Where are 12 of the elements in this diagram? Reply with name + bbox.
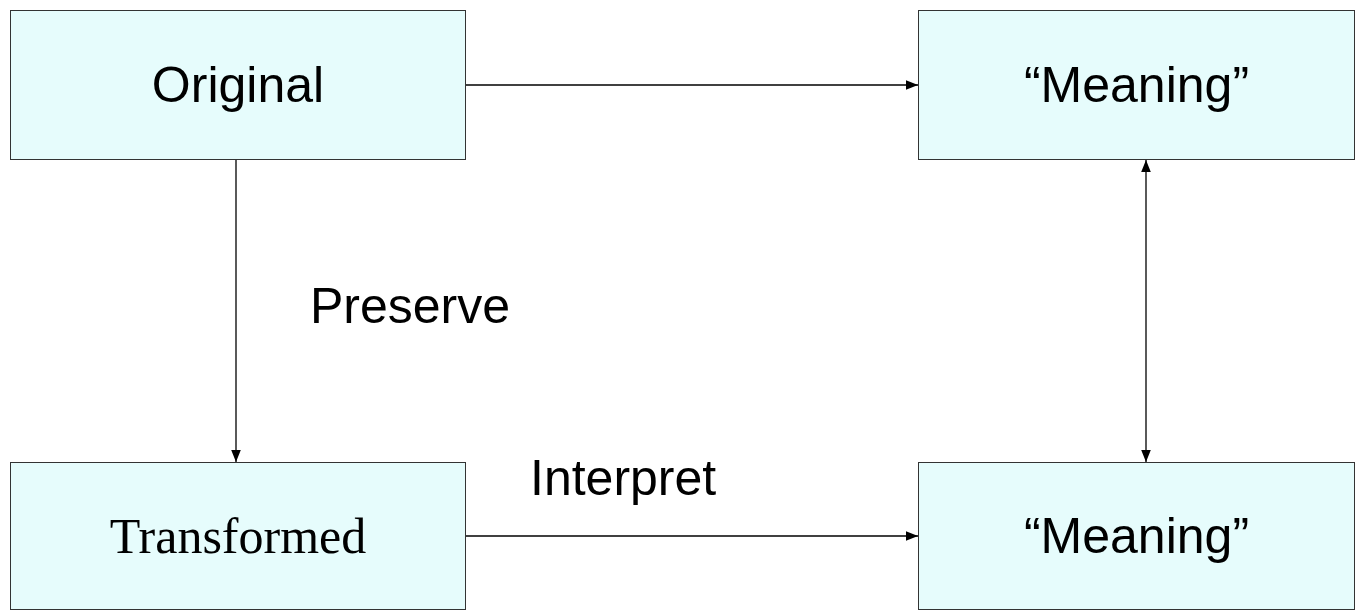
process-box: [10, 462, 466, 610]
process-box: [918, 462, 1355, 610]
process-box: [918, 10, 1355, 160]
box-label: “Meaning”: [1023, 56, 1250, 114]
arrow: [231, 159, 241, 463]
arrow: [465, 80, 919, 90]
box-label: Original: [151, 56, 325, 114]
arrow: [1141, 159, 1151, 463]
box-label: “Meaning”: [1023, 507, 1250, 565]
box-label: Transformed: [109, 507, 367, 565]
process-box: [10, 10, 466, 160]
arrow: [465, 531, 919, 541]
